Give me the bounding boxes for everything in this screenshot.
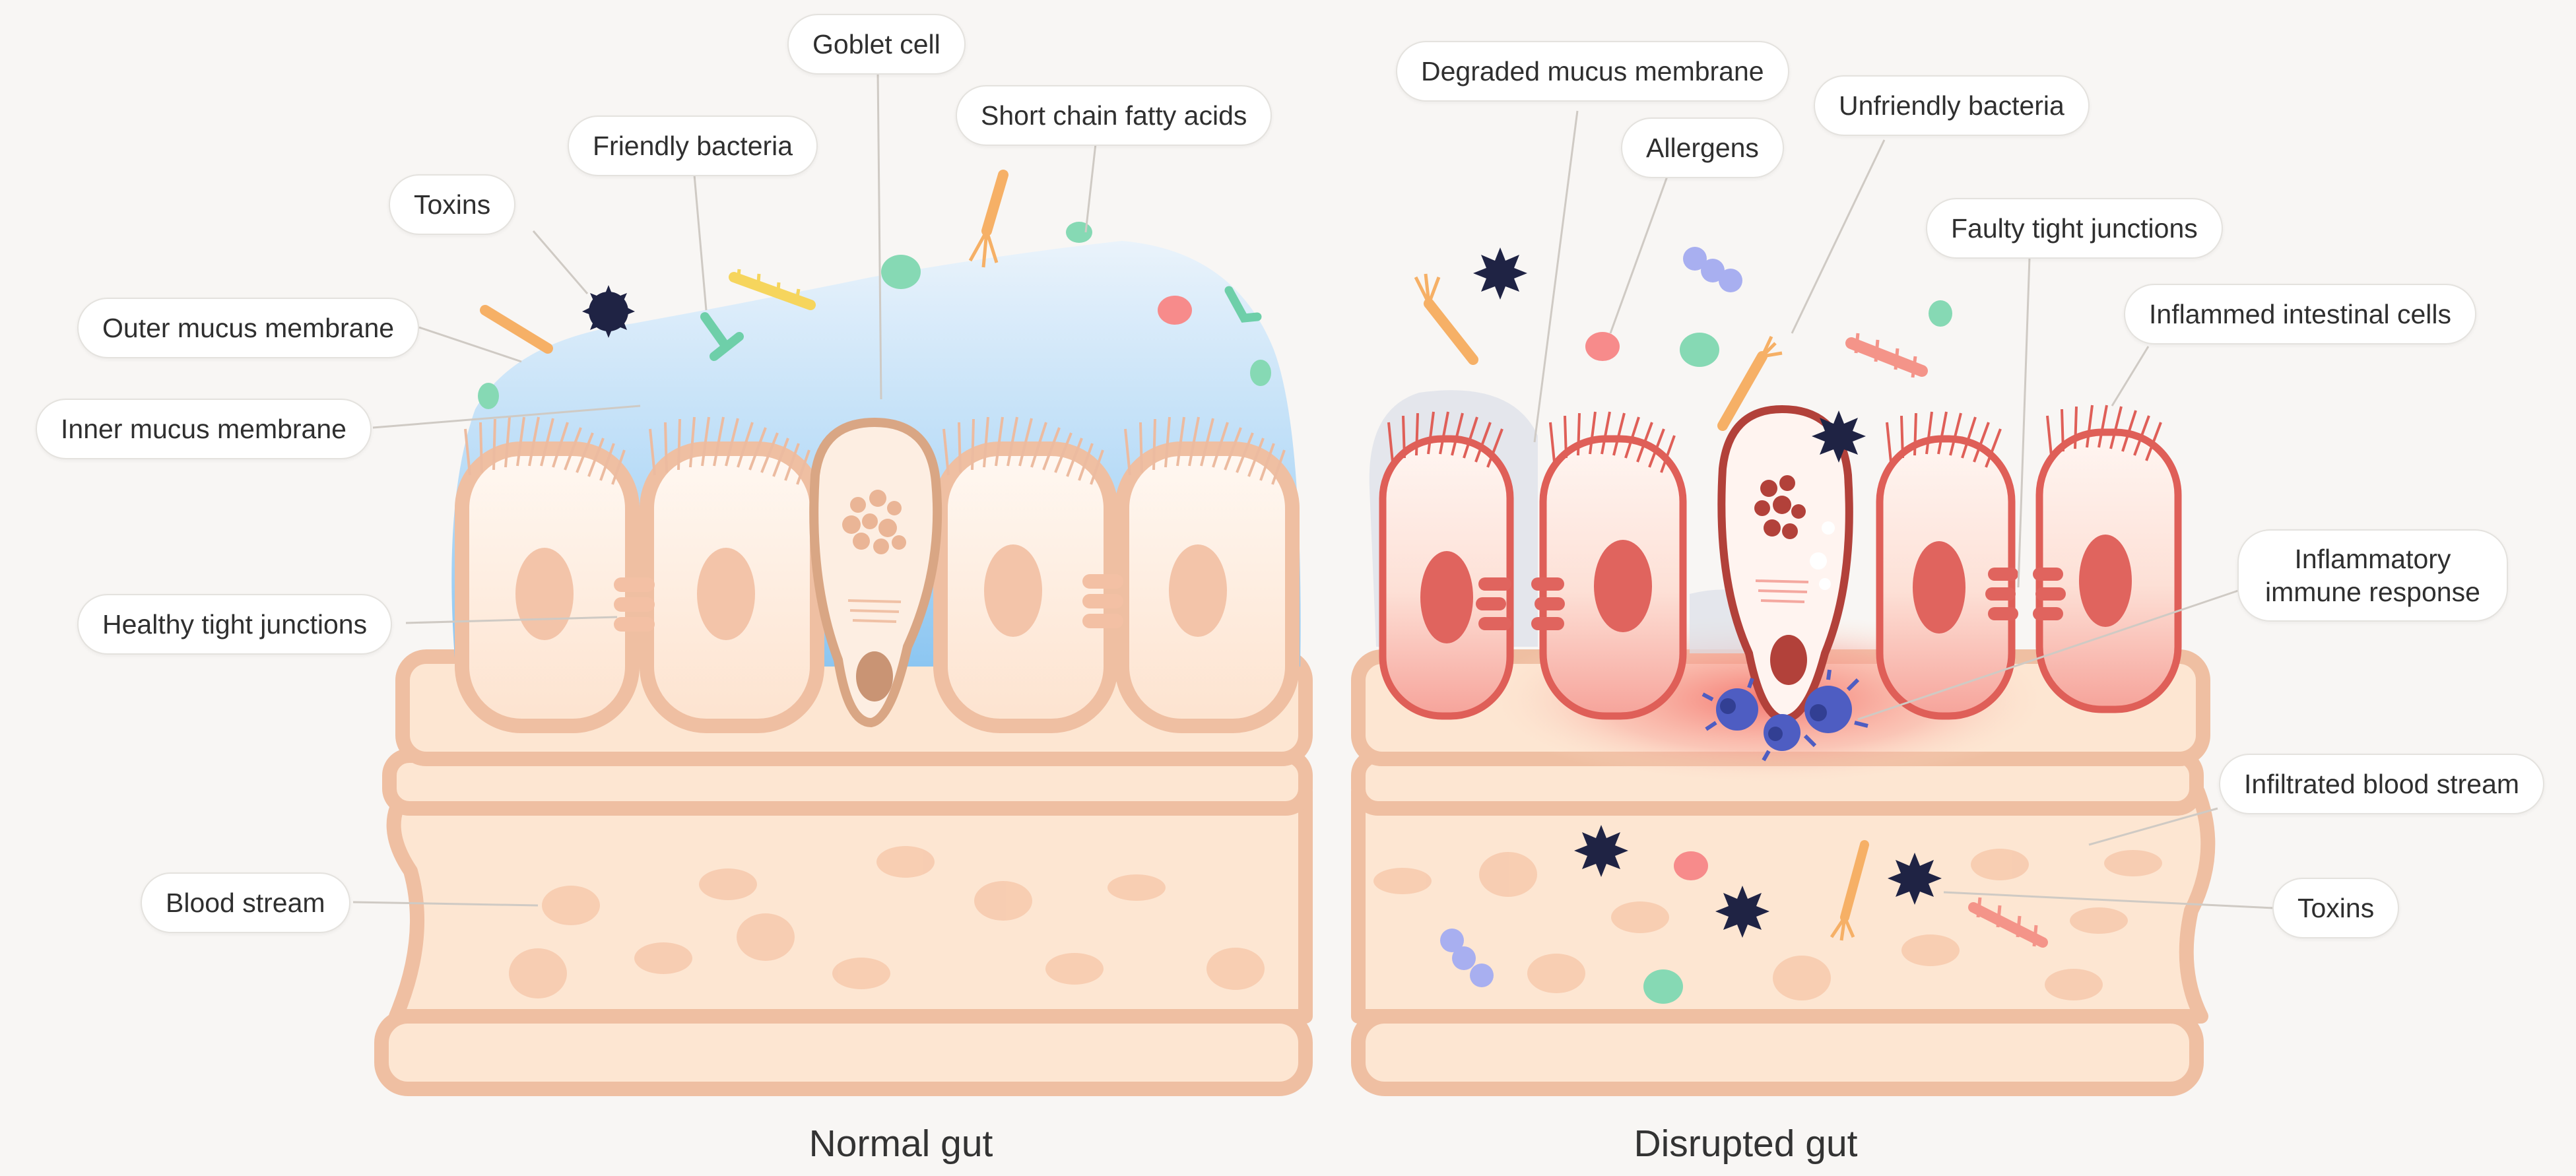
title-normal-gut: Normal gut bbox=[809, 1123, 993, 1165]
normal-cell-nuclei bbox=[515, 544, 1227, 640]
normal-goblet-cell bbox=[809, 417, 942, 728]
normal-microvilli bbox=[464, 416, 1286, 485]
label-infiltrated-blood-stream: Infiltrated blood stream bbox=[2219, 754, 2545, 814]
label-goblet-cell: Goblet cell bbox=[787, 14, 966, 75]
label-short-chain-fatty-acids: Short chain fatty acids bbox=[956, 85, 1272, 146]
inflamed-goblet-cell bbox=[1717, 405, 1853, 724]
disrupted-microbes bbox=[1414, 247, 2048, 1004]
normal-microbes bbox=[478, 170, 1271, 409]
inflamed-microvilli bbox=[1387, 405, 2162, 473]
faulty-tight-junctions bbox=[1476, 568, 2066, 630]
label-degraded-mucus-membrane: Degraded mucus membrane bbox=[1396, 41, 1789, 102]
title-disrupted-gut: Disrupted gut bbox=[1634, 1123, 1858, 1165]
inflamed-cell-nuclei bbox=[1420, 535, 2132, 643]
label-inflammatory-immune-response: Inflammatory immune response bbox=[2237, 529, 2508, 622]
label-inner-mucus-membrane: Inner mucus membrane bbox=[36, 399, 372, 459]
label-outer-mucus-membrane: Outer mucus membrane bbox=[77, 298, 420, 358]
label-toxins-right: Toxins bbox=[2272, 878, 2400, 938]
label-unfriendly-bacteria: Unfriendly bacteria bbox=[1814, 75, 2090, 136]
label-inflammed-intestinal-cells: Inflammed intestinal cells bbox=[2124, 284, 2477, 344]
normal-gut-panel bbox=[374, 170, 1313, 1096]
disrupted-gut-panel bbox=[1351, 247, 2216, 1096]
label-healthy-tight-junctions: Healthy tight junctions bbox=[77, 594, 393, 655]
label-faulty-tight-junctions: Faulty tight junctions bbox=[1926, 198, 2223, 259]
normal-tight-junctions bbox=[614, 574, 1123, 632]
label-inflammatory-line-1: Inflammatory bbox=[2294, 544, 2451, 574]
label-blood-stream: Blood stream bbox=[141, 872, 350, 933]
label-toxins-left: Toxins bbox=[389, 174, 516, 235]
label-inflammatory-line-2: immune response bbox=[2265, 577, 2480, 607]
immune-cells bbox=[1701, 669, 1868, 762]
leader-lines bbox=[352, 71, 2274, 909]
label-friendly-bacteria: Friendly bacteria bbox=[568, 115, 818, 176]
label-allergens: Allergens bbox=[1621, 117, 1784, 178]
